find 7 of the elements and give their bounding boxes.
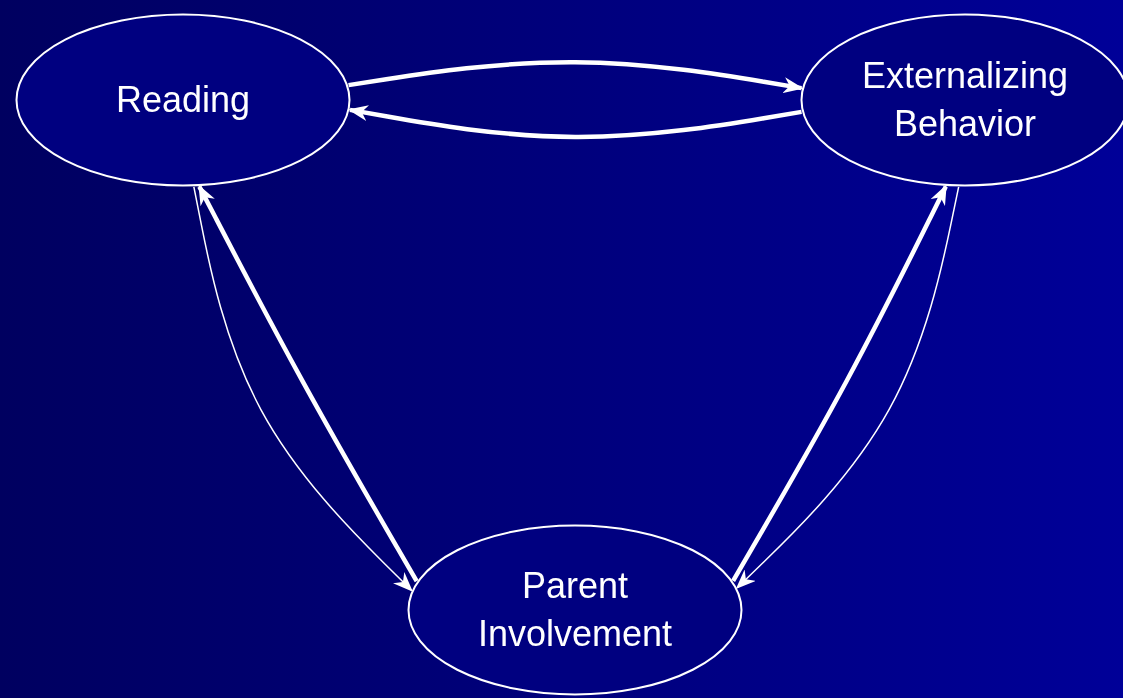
ellipse-node [15,13,351,187]
arrow [347,105,802,140]
node-label: Reading [114,78,252,122]
arrow [348,59,804,93]
node-label: Parent Involvement [476,564,674,656]
ellipse-node [407,524,743,696]
node-label: Externalizing Behavior [860,54,1070,146]
